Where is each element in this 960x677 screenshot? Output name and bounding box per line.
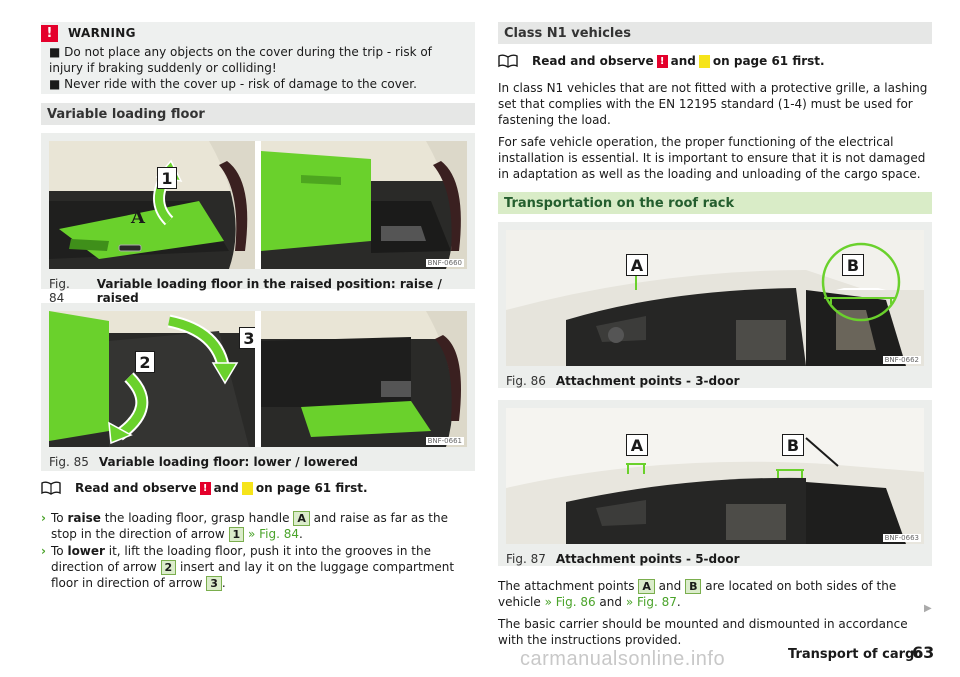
chevron-right-icon: ›	[41, 544, 46, 558]
figure-84: 1 A BNF-0660 Fig. 84 Variabl	[41, 133, 475, 305]
warning-icon: !	[656, 54, 668, 68]
figure-number: Fig. 86	[506, 374, 546, 388]
figure-caption: Attachment points - 3-door	[555, 374, 740, 388]
chevron-right-icon: ›	[41, 511, 46, 525]
paragraph: The attachment points A and B are locate…	[498, 579, 897, 609]
figure-86: A B BNF-0662 Fig. 86 Attachment points -…	[498, 222, 932, 388]
car-boot-illustration	[260, 311, 467, 447]
figure-85-image-lower: 3 2	[49, 311, 256, 447]
figure-number: Fig. 85	[49, 455, 89, 469]
key-label: 1	[228, 527, 245, 542]
warning-item: ■ Never ride with the cover up - risk of…	[49, 77, 417, 91]
figure-number: Fig. 87	[506, 552, 546, 566]
footer-section: Transport of cargo	[788, 647, 924, 662]
car-boot-illustration	[260, 141, 467, 269]
figure-label-a: A	[626, 434, 648, 456]
figure-link[interactable]: » Fig. 84	[244, 527, 300, 541]
car-boot-illustration	[49, 311, 256, 447]
image-divider	[255, 141, 261, 269]
warning-icon: !	[199, 481, 211, 495]
figure-caption: Variable loading floor: lower / lowered	[98, 455, 358, 469]
car-side-illustration	[506, 230, 924, 366]
figure-code: BNF-0663	[882, 534, 921, 542]
figure-label-b: B	[842, 254, 864, 276]
paragraph: In class N1 vehicles that are not fitted…	[498, 81, 928, 127]
figure-link[interactable]: » Fig. 86	[544, 595, 596, 609]
key-label: A	[293, 511, 310, 526]
figure-87-caption: Fig. 87 Attachment points - 5-door	[506, 544, 924, 566]
figure-85-images: 3 2 BNF-0661	[49, 311, 467, 447]
car-side-illustration	[506, 408, 924, 544]
figure-84-image-raised: BNF-0660	[260, 141, 467, 269]
read-and-observe: Read and observe ! and on page 61 first.	[498, 52, 932, 70]
figure-link[interactable]: » Fig. 87	[625, 595, 677, 609]
figure-caption: Attachment points - 5-door	[555, 552, 740, 566]
figure-code: BNF-0661	[425, 437, 464, 445]
list-item-text: To lower it, lift the loading floor, pus…	[51, 544, 455, 591]
read-and-observe: Read and observe ! and on page 61 first.	[41, 479, 475, 497]
left-column: ! WARNING ■ Do not place any objects on …	[41, 22, 475, 591]
read-and: and	[213, 481, 239, 495]
figure-label-a: A	[131, 207, 145, 228]
read-text: Read and observe	[532, 54, 654, 68]
section-heading-class-n1: Class N1 vehicles	[498, 22, 932, 44]
figure-label-3: 3	[239, 327, 256, 349]
figure-84-caption: Fig. 84 Variable loading floor in the ra…	[49, 269, 467, 305]
page-number: 63	[912, 643, 935, 662]
read-suffix: on page 61 first.	[255, 481, 368, 495]
figure-84-images: 1 A BNF-0660	[49, 141, 467, 269]
list-item: › To lower it, lift the loading floor, p…	[41, 543, 475, 591]
warning-icon: !	[41, 24, 58, 42]
figure-86-caption: Fig. 86 Attachment points - 3-door	[506, 366, 924, 388]
figure-87: A B BNF-0663 Fig. 87 Attachment points -…	[498, 400, 932, 566]
watermark: carmanualsonline.info	[520, 648, 726, 670]
image-divider	[255, 311, 261, 447]
continue-arrow-icon: ▶	[924, 603, 932, 614]
note-icon	[241, 481, 253, 495]
figure-86-image: A B BNF-0662	[506, 230, 924, 366]
read-and: and	[670, 54, 696, 68]
figure-87-image: A B BNF-0663	[506, 408, 924, 544]
figure-caption: Variable loading floor in the raised pos…	[96, 277, 442, 305]
section-heading-roof-rack: Transportation on the roof rack	[498, 192, 932, 214]
figure-85-image-lowered: BNF-0661	[260, 311, 467, 447]
warning-header: ! WARNING	[41, 24, 467, 42]
figure-number: Fig. 84	[49, 277, 70, 305]
book-icon	[41, 481, 61, 495]
figure-label-2: 2	[135, 351, 155, 373]
figure-84-image-raise: 1 A	[49, 141, 256, 269]
warning-title: WARNING	[68, 26, 136, 40]
key-label: B	[685, 579, 702, 594]
instruction-list: › To raise the loading floor, grasp hand…	[41, 510, 475, 591]
figure-85: 3 2 BNF-0661 Fig. 85 Variable loading f	[41, 303, 475, 471]
right-column: Class N1 vehicles Read and observe ! and…	[498, 22, 932, 648]
figure-label-a: A	[626, 254, 648, 276]
read-suffix: on page 61 first.	[712, 54, 825, 68]
key-label: A	[638, 579, 655, 594]
key-label: 3	[206, 576, 222, 591]
figure-code: BNF-0660	[425, 259, 464, 267]
figure-label-1: 1	[157, 167, 177, 189]
paragraph: For safe vehicle operation, the proper f…	[498, 135, 926, 181]
list-item-text: To raise the loading floor, grasp handle…	[51, 511, 448, 542]
book-icon	[498, 54, 518, 68]
car-boot-illustration	[49, 141, 256, 269]
note-icon	[698, 54, 710, 68]
section-heading-loading-floor: Variable loading floor	[41, 103, 475, 125]
warning-box: ! WARNING ■ Do not place any objects on …	[41, 22, 475, 94]
warning-item: ■ Do not place any objects on the cover …	[49, 45, 432, 75]
key-label: 2	[160, 560, 177, 575]
page-footer: Transport of cargo 63	[788, 643, 938, 665]
figure-code: BNF-0662	[882, 356, 921, 364]
paragraph: The basic carrier should be mounted and …	[498, 617, 908, 647]
figure-label-b: B	[782, 434, 804, 456]
read-text: Read and observe	[75, 481, 197, 495]
figure-85-caption: Fig. 85 Variable loading floor: lower / …	[49, 447, 467, 469]
list-item: › To raise the loading floor, grasp hand…	[41, 510, 475, 542]
